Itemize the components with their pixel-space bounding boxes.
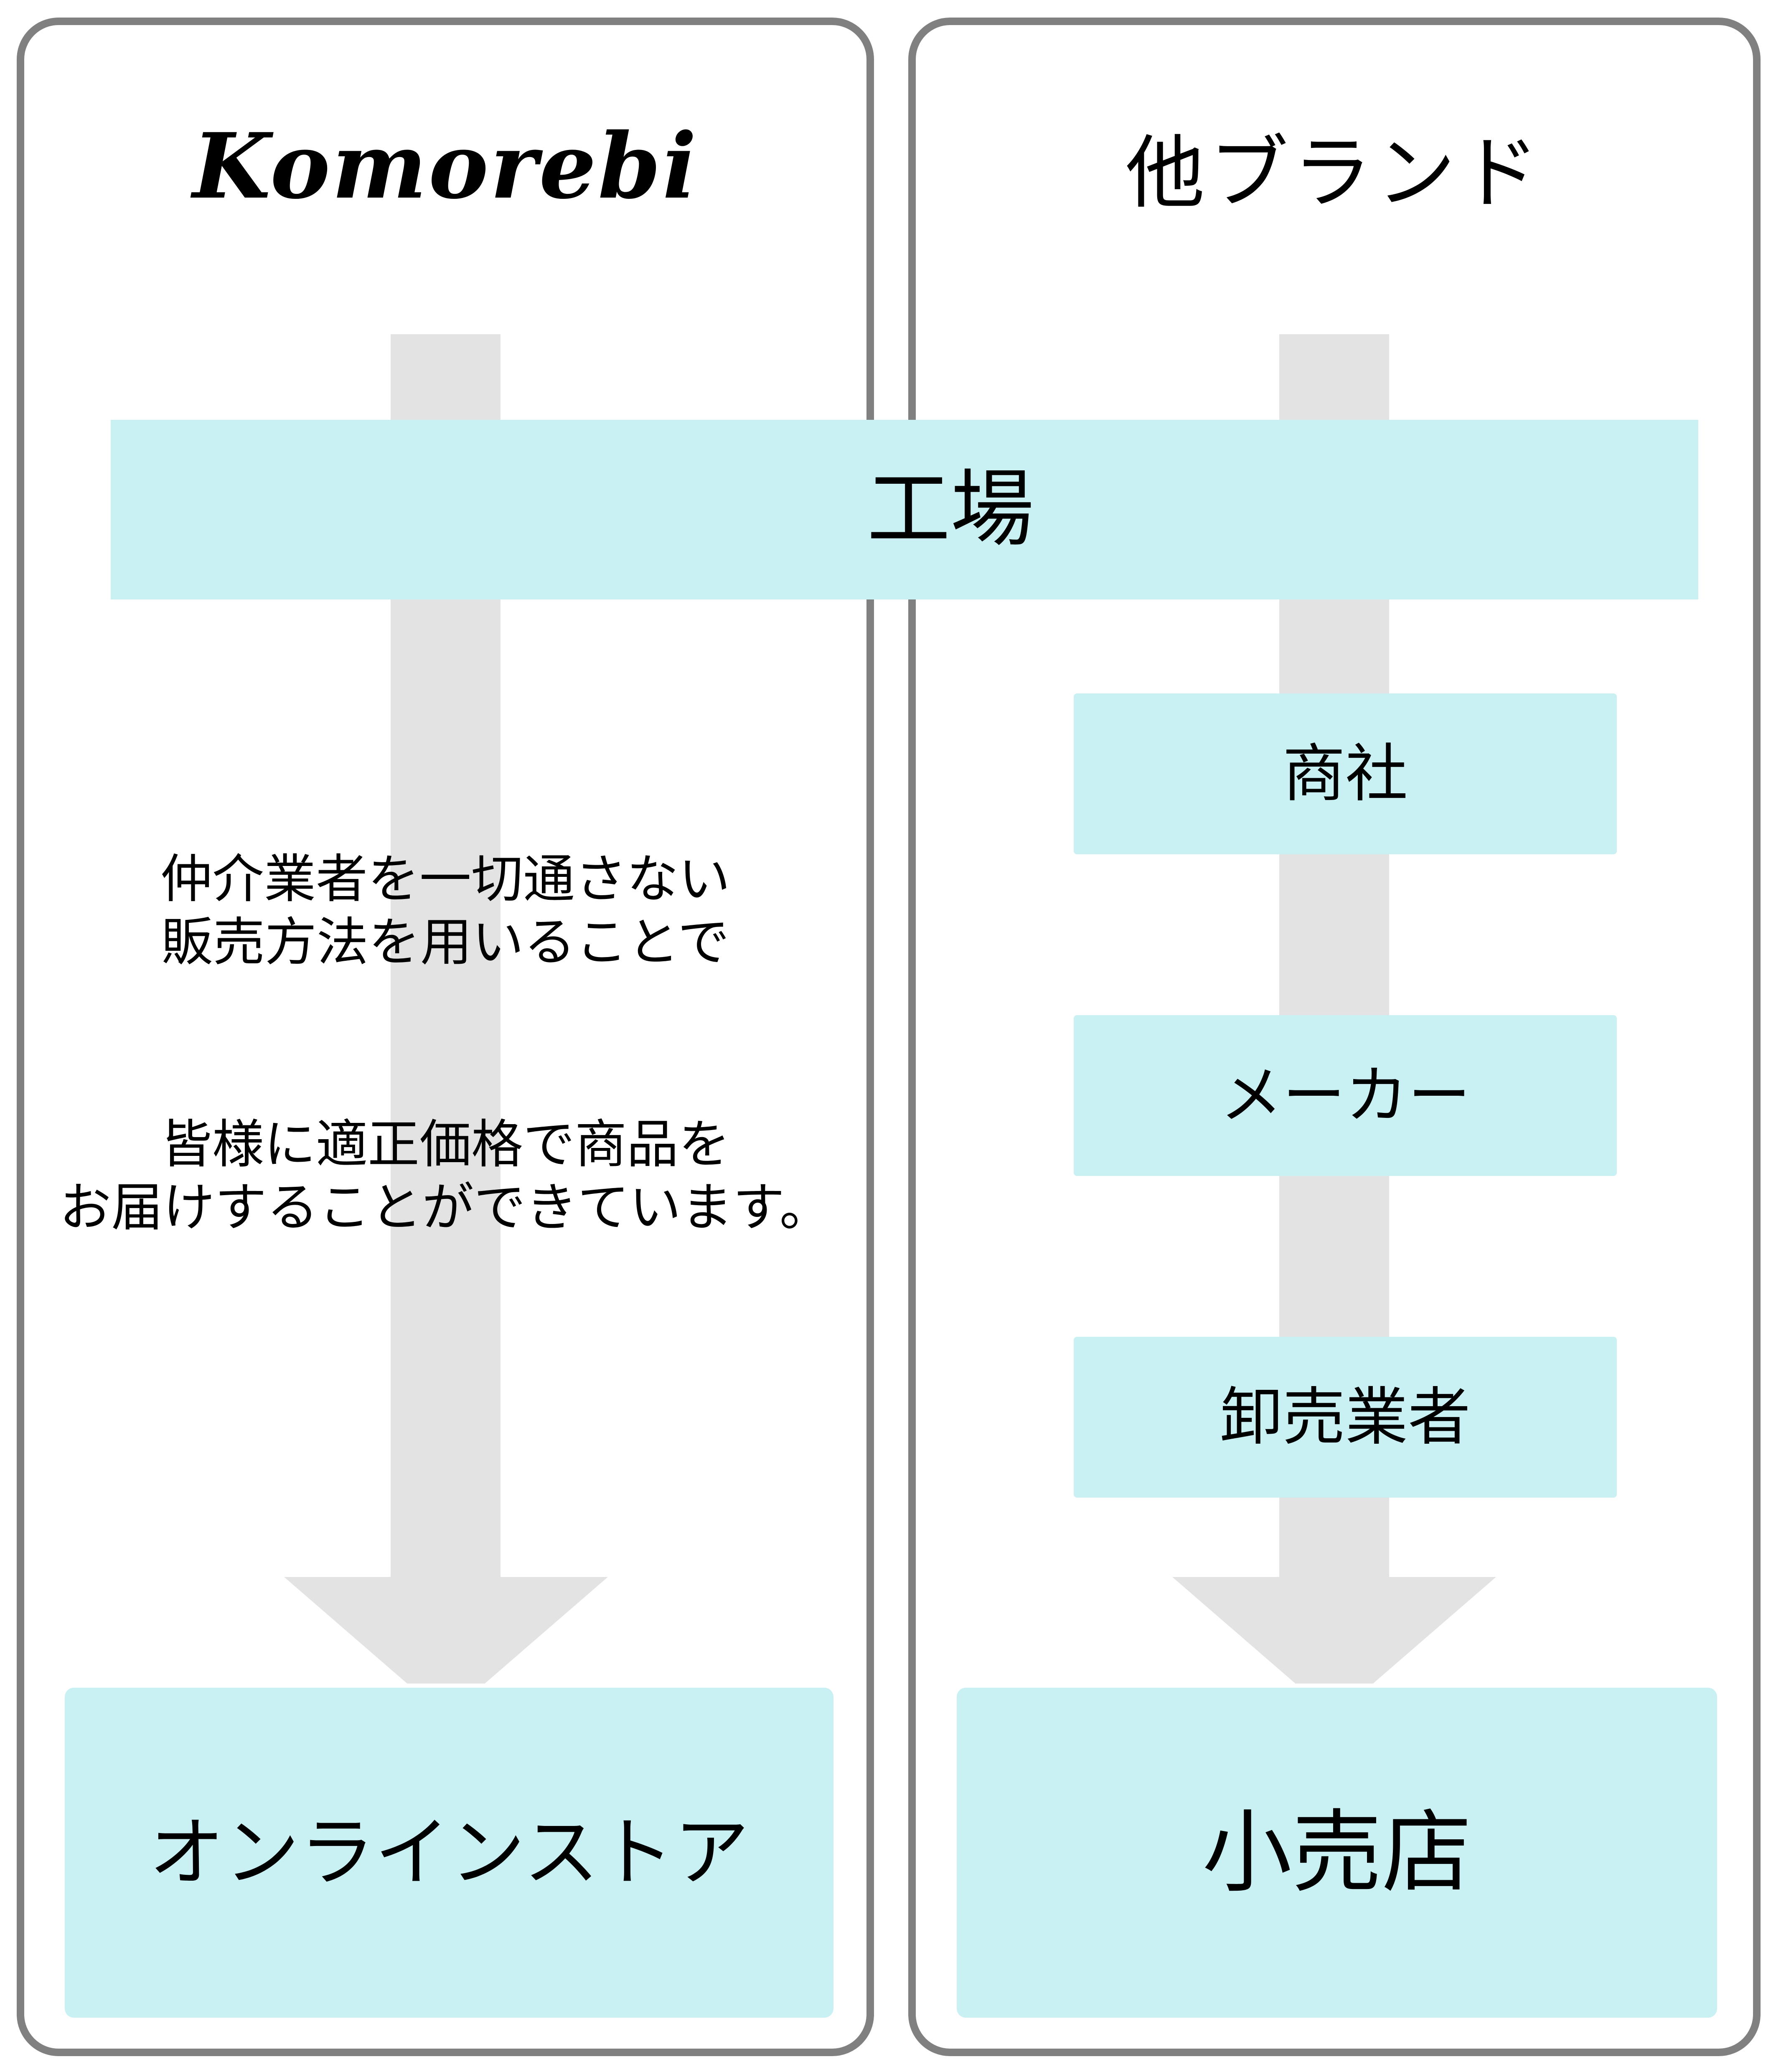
node-trading-company-label: 商社 <box>1282 738 1408 809</box>
node-wholesaler: 卸売業者 <box>1074 1337 1617 1498</box>
node-maker: メーカー <box>1074 1015 1617 1176</box>
node-factory-label: 工場 <box>866 463 1034 556</box>
node-retail-store-label: 小売店 <box>1202 1802 1472 1903</box>
node-retail-store: 小売店 <box>957 1688 1717 2018</box>
copy-block-no-intermediaries: 仲介業者を一切通さない 販売方法を用いることで <box>160 851 730 972</box>
node-online-store-label: オンラインストア <box>149 1810 750 1895</box>
node-factory: 工場 <box>111 420 1698 599</box>
node-trading-company: 商社 <box>1074 693 1617 854</box>
panel-title-komorebi: Komorebi <box>192 113 699 219</box>
node-maker-label: メーカー <box>1220 1060 1471 1130</box>
node-wholesaler-label: 卸売業者 <box>1220 1381 1471 1452</box>
node-online-store: オンラインストア <box>65 1688 833 2018</box>
copy-block-fair-price: 皆様に適正価格で商品を お届けすることができています。 <box>59 1116 831 1237</box>
panel-title-other-brands: 他ブランド <box>1125 129 1543 218</box>
